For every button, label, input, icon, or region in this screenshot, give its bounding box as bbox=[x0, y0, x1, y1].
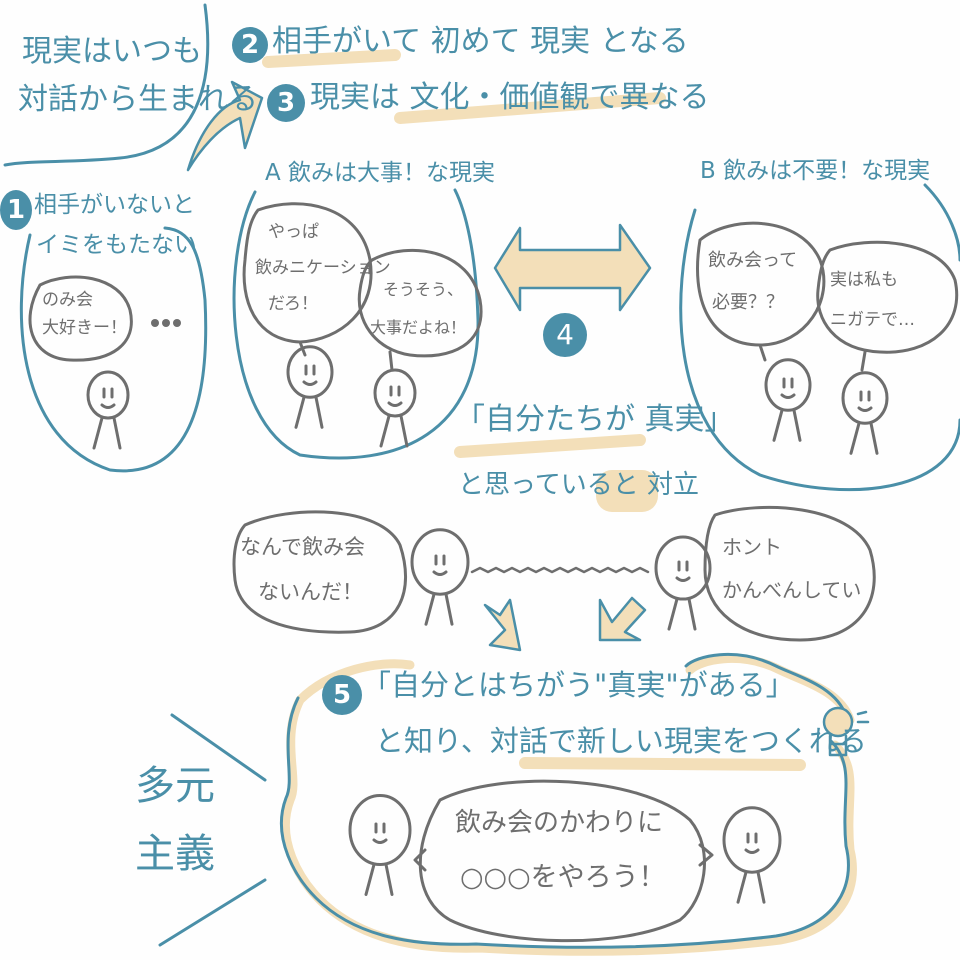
highlights bbox=[262, 49, 806, 771]
bubble-b-right bbox=[816, 240, 959, 372]
resolution-bubble-line: 飲み会のかわりに bbox=[455, 808, 664, 838]
argument-right-line: ホント bbox=[722, 535, 782, 559]
ellipsis-dots bbox=[151, 319, 181, 327]
sectionB-outline bbox=[679, 183, 960, 492]
arrow-down-left-icon bbox=[598, 596, 647, 642]
argument-right-line: かんべんしてい bbox=[722, 578, 862, 602]
highlight-dialogue bbox=[519, 757, 806, 771]
point-1-line-1: 相手がいないと bbox=[34, 192, 195, 218]
section1-outline bbox=[19, 226, 208, 473]
bubble-a-left-line: だろ！ bbox=[268, 294, 318, 314]
bubble-b-right-line: ニガテで… bbox=[830, 310, 915, 330]
conflict-line-2: と思っていると 対立 bbox=[458, 470, 699, 501]
intro-divider bbox=[3, 3, 210, 167]
highlight-p3 bbox=[394, 92, 666, 124]
intro-line-1: 現実はいつも bbox=[22, 34, 202, 69]
stick-figure bbox=[841, 371, 889, 455]
stick-figures bbox=[86, 345, 889, 904]
bubble-a-right-line: そうそう、 bbox=[383, 280, 464, 299]
stick-figure bbox=[286, 345, 334, 429]
stick-figure bbox=[654, 535, 712, 631]
bubble-b-right-line: 実は私も bbox=[830, 270, 898, 290]
number-badge-2: 2 bbox=[232, 27, 268, 63]
stick-figure bbox=[764, 358, 812, 442]
point-1-line-2: イミをもたない bbox=[36, 232, 197, 258]
highlight-truth bbox=[454, 434, 646, 458]
bubble-b-left-line: 飲み会って bbox=[708, 250, 798, 271]
conflict-line-1: 「自分たちが 真実」 bbox=[455, 402, 735, 437]
reality-b-title: B 飲みは不要！な現実 bbox=[700, 158, 931, 184]
cloud-outline bbox=[280, 653, 850, 949]
arrow-down-right-icon bbox=[483, 598, 522, 652]
lightbulb-icon bbox=[822, 706, 870, 757]
stick-figure bbox=[348, 794, 412, 896]
number-badge-5: 5 bbox=[322, 675, 362, 715]
bubble-a-right bbox=[357, 248, 483, 372]
pluralism-lines bbox=[158, 713, 267, 947]
curved-arrow-icon bbox=[186, 80, 264, 172]
number-badge-4: 4 bbox=[543, 313, 587, 357]
number-badge-3: 3 bbox=[267, 84, 305, 122]
bubble-argument-left bbox=[232, 510, 408, 634]
bubble-b-left bbox=[696, 221, 826, 362]
bubble-a-left-line: 飲みニケーション bbox=[255, 258, 391, 278]
highlight-conflict bbox=[596, 470, 658, 512]
stick-figure bbox=[722, 806, 782, 904]
bubble-a-left-line: やっぱ bbox=[268, 222, 319, 242]
intro-line-2: 対話から生まれる bbox=[18, 82, 258, 117]
bubble-argument-right bbox=[703, 505, 876, 642]
reality-a-title: A 飲みは大事！な現実 bbox=[265, 160, 496, 186]
sectionA-outline bbox=[232, 188, 480, 460]
stick-figure bbox=[410, 528, 470, 626]
point-5-line-1: 「自分とはちがう"真実"がある」 bbox=[362, 668, 795, 702]
stick-figure bbox=[86, 370, 130, 450]
stick-figure bbox=[373, 368, 417, 448]
pluralism-line-2: 主義 bbox=[135, 831, 215, 877]
resolution-bubble-line: ○○○をやろう！ bbox=[460, 862, 666, 893]
argument-left-line: なんで飲み会 bbox=[240, 535, 365, 559]
point-3-text: 現実は 文化・価値観で異なる bbox=[310, 80, 710, 115]
double-arrow-icon bbox=[493, 223, 652, 312]
conflict-keyword: 対立 bbox=[646, 470, 699, 500]
number-badge-1: 1 bbox=[0, 190, 32, 230]
speech-bubbles bbox=[28, 202, 959, 943]
point-2-text: 相手がいて 初めて 現実 となる bbox=[272, 24, 689, 59]
bubble-b-left-line: 必要？？ bbox=[712, 292, 784, 313]
conflict-text: と思っていると bbox=[458, 470, 647, 500]
argument-left-line: ないんだ！ bbox=[258, 580, 363, 604]
pluralism-line-1: 多元 bbox=[135, 763, 215, 809]
highlight-p2 bbox=[262, 49, 401, 68]
bubble-p1-line-2: 大好きー！ bbox=[42, 318, 127, 338]
bubble-p1 bbox=[28, 275, 133, 362]
bubble-a-right-line: 大事だよね！ bbox=[370, 318, 467, 337]
bubble-p1-line-1: のみ会 bbox=[42, 290, 93, 310]
point-5-line-2: と知り、対話で新しい現実をつくれる bbox=[375, 724, 867, 758]
bubble-resolution bbox=[413, 779, 714, 943]
tension-wave bbox=[470, 566, 650, 574]
